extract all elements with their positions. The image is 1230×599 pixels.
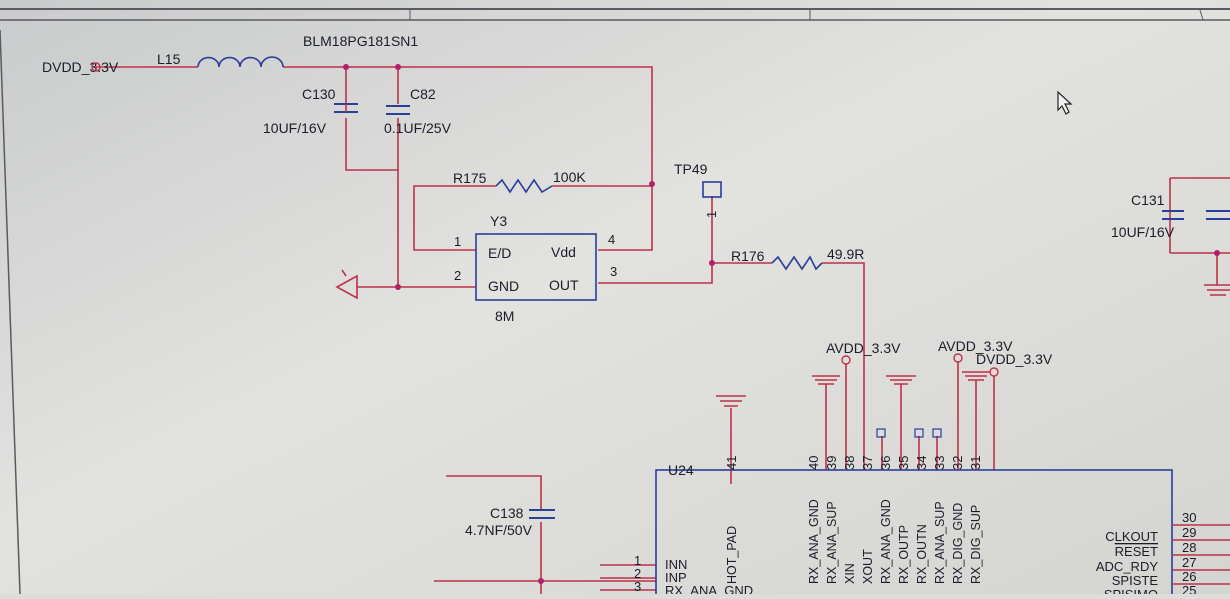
ground-icon	[962, 371, 990, 381]
u24-pin-num: 30	[1182, 510, 1196, 525]
u24-pin-name: RX_ANA_GND	[807, 499, 821, 584]
u24-pin-name: XOUT	[861, 549, 875, 584]
u24-pin-num: 33	[932, 456, 947, 470]
sheet-frame	[0, 8, 1230, 595]
u24-pin-name: RX_DIG_SUP	[969, 505, 983, 584]
u24-pin-num: 32	[950, 456, 965, 470]
c82-value: 0.1UF/25V	[384, 120, 452, 136]
u24-ref: U24	[668, 462, 694, 478]
u24-pin-name: RX_OUTN	[915, 524, 929, 584]
net-port-icon	[91, 62, 101, 72]
net-dvdd-input: DVDD_3.3V	[42, 59, 119, 75]
y3-ref: Y3	[490, 213, 507, 229]
u24-pin-num: 3	[634, 579, 641, 594]
u24-pin-name: ADC_RDY	[1096, 559, 1158, 574]
power-nets: AVDD_3.3V AVDD_3.3V DVDD_3.3V	[826, 338, 1053, 377]
u24-pin-num: 34	[914, 456, 929, 470]
ground-icon	[335, 269, 358, 300]
u24-pin-num: 41	[724, 456, 739, 470]
u24-pin-num: 39	[824, 456, 839, 470]
u24-pin-name: RX_ANA_GND	[665, 583, 753, 594]
resistor-r175: R175 100K	[453, 169, 586, 194]
u24-pin-name: RX_ANA_SUP	[933, 501, 947, 584]
u24-pin-name: HOT_PAD	[725, 526, 739, 584]
y3-pin-name: Vdd	[551, 244, 576, 260]
u24-pin-name: RX_DIG_GND	[951, 503, 965, 584]
ground-icon	[1204, 284, 1230, 296]
u24-pin-num: 27	[1182, 555, 1196, 570]
u24-pin-name: XIN	[843, 563, 857, 584]
u24-pin-num: 26	[1182, 569, 1196, 584]
u24-pin-num: 2	[634, 566, 641, 581]
l15-ref: L15	[157, 51, 181, 67]
u24-pin-name: RX_ANA_GND	[879, 499, 893, 584]
y3-value: 8M	[495, 308, 514, 324]
capacitor-c82: C82 0.1UF/25V	[384, 86, 452, 136]
capacitor-c138: C138 4.7NF/50V	[465, 505, 555, 538]
c82-ref: C82	[410, 86, 436, 102]
u24-pin-num: 37	[860, 456, 875, 470]
capacitor-c131: C131 10UF/16V	[1111, 192, 1230, 240]
c130-ref: C130	[302, 86, 336, 102]
u24-pin-name: RESET	[1115, 544, 1158, 559]
u24-pin-name: SPISTE	[1112, 573, 1159, 588]
u24-pin-num: 29	[1182, 525, 1196, 540]
y3-pin-name: GND	[488, 278, 519, 294]
u24-pin-num: 35	[896, 456, 911, 470]
ground-icon	[886, 375, 916, 385]
u24-pin-num: 28	[1182, 540, 1196, 555]
u24-pin-name: RX_OUTP	[897, 525, 911, 584]
y3-pin-num: 2	[454, 268, 461, 283]
c130-value: 10UF/16V	[263, 120, 327, 136]
c138-ref: C138	[490, 505, 524, 521]
u24-pin-num: 40	[806, 456, 821, 470]
dvdd-net-label: DVDD_3.3V	[976, 351, 1053, 367]
c131-value: 10UF/16V	[1111, 224, 1175, 240]
tp49-ref: TP49	[674, 161, 708, 177]
u24-pin-name: INP	[665, 570, 687, 585]
testpoint-tp49: TP49 1	[674, 161, 722, 218]
r176-value: 49.9R	[827, 246, 864, 262]
y3-pin-name: E/D	[488, 245, 511, 261]
u24-pin-num: 1	[634, 553, 641, 568]
dvdd-input-label: DVDD_3.3V	[42, 59, 119, 75]
r176-ref: R176	[731, 248, 765, 264]
no-connect-icon	[876, 428, 942, 438]
capacitor-c130: C130 10UF/16V	[263, 86, 358, 136]
u24-pin-name: SPISIMO	[1104, 587, 1158, 594]
y3-pin-name: OUT	[549, 277, 579, 293]
u24-pin-num: 25	[1182, 583, 1196, 594]
r175-value: 100K	[553, 169, 586, 185]
r175-ref: R175	[453, 170, 487, 186]
tp49-pin: 1	[704, 211, 719, 218]
u24-pin-num: 36	[878, 456, 893, 470]
ground-icon	[716, 395, 746, 407]
u24-top-wires	[730, 362, 995, 484]
y3-pin-num: 1	[454, 234, 461, 249]
u24-pin-num: 31	[968, 456, 983, 470]
u24-pin-num: 38	[842, 456, 857, 470]
resistor-r176: R176 49.9R	[731, 246, 864, 271]
avdd-net-label: AVDD_3.3V	[826, 340, 901, 356]
u24-pin-name: CLKOUT	[1105, 529, 1158, 544]
y3-pin-num: 3	[610, 264, 617, 279]
ground-icon	[812, 375, 840, 385]
c131-ref: C131	[1131, 192, 1165, 208]
u24-pin-name: INN	[665, 557, 687, 572]
c138-value: 4.7NF/50V	[465, 522, 533, 538]
junctions	[343, 64, 1220, 584]
y3-pin-num: 4	[608, 232, 615, 247]
u24-pin-name: RX_ANA_SUP	[825, 501, 839, 584]
l15-value: BLM18PG181SN1	[303, 33, 418, 49]
oscillator-y3: Y3 8M 1 E/D 2 GND 3 OUT 4 Vdd	[454, 213, 617, 324]
mouse-cursor-icon	[1057, 90, 1073, 115]
inductor-l15: L15 BLM18PG181SN1	[157, 33, 418, 68]
avdd-net-label: AVDD_3.3V	[938, 338, 1013, 354]
